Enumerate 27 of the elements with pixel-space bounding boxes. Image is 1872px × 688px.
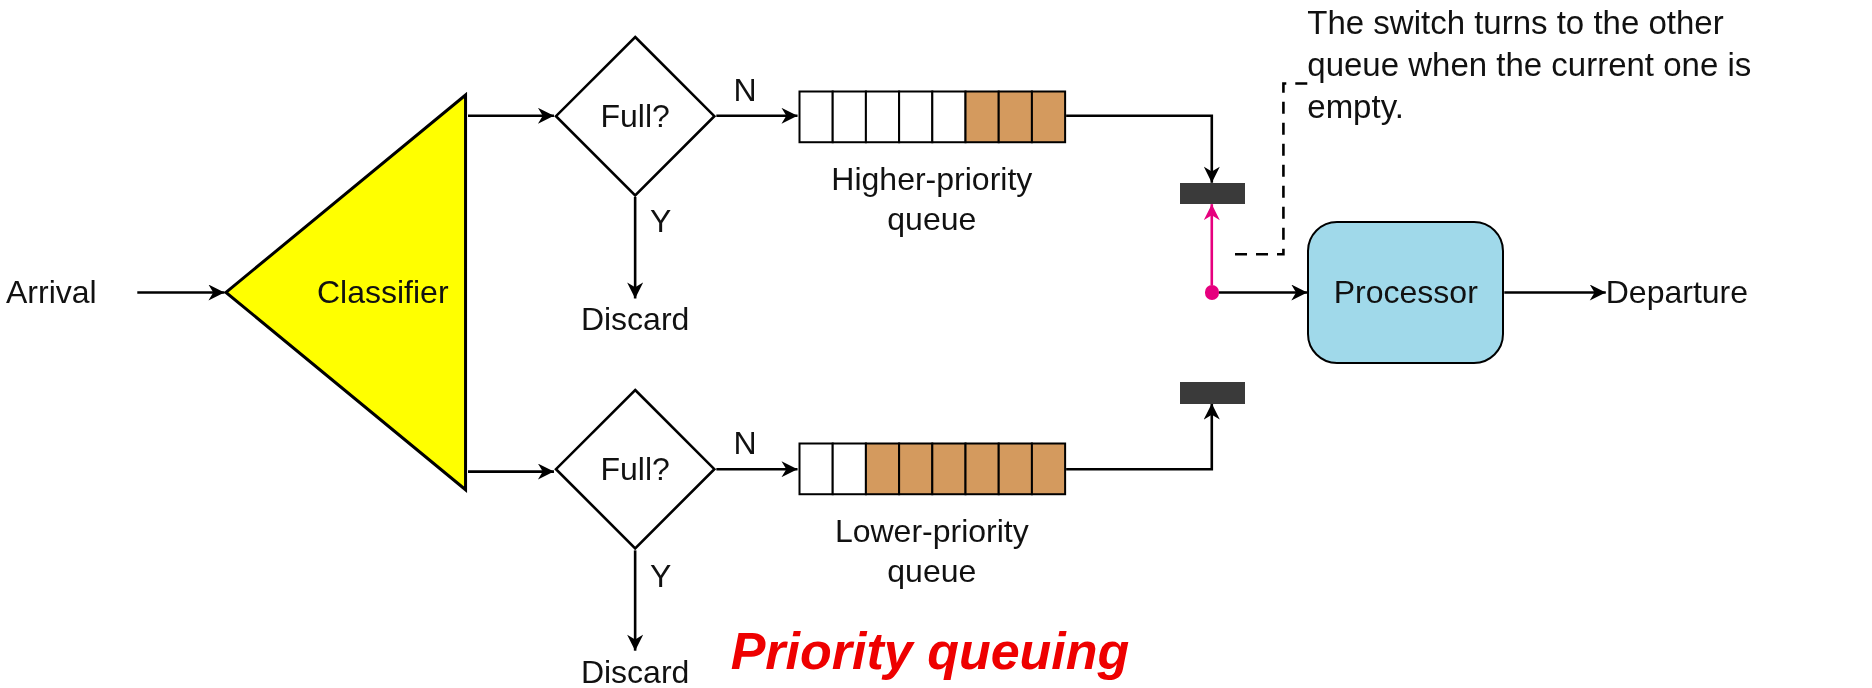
flow-label: Discard: [549, 298, 722, 342]
processor-box: Processor: [1307, 220, 1505, 365]
arrow: [1218, 284, 1308, 301]
arrow: [716, 461, 798, 478]
flow-label: Discard: [549, 650, 722, 688]
arrow: [627, 197, 644, 299]
switch-dot: [1204, 285, 1219, 300]
arrow: [1066, 403, 1220, 471]
flow-label: Departure: [1605, 271, 1809, 314]
arrow: [1203, 204, 1220, 286]
arrow: [627, 550, 644, 651]
diagram-title: Priority queuing: [730, 620, 1130, 681]
decision-label: Full?: [599, 450, 671, 490]
arrow: [1066, 114, 1220, 183]
switch-bar: [1179, 182, 1246, 205]
switch-bar: [1179, 382, 1246, 404]
arrow: [1504, 284, 1606, 301]
note-text: The switch turns to the other queue when the current one is empty.: [1307, 2, 1797, 128]
arrow: [468, 463, 554, 480]
queue-label: Higher-priority queue: [830, 160, 1034, 240]
arrow: [468, 107, 554, 124]
flow-label: Arrival: [5, 271, 138, 314]
arrow: [716, 107, 798, 124]
decision-label: Full?: [599, 96, 671, 136]
arrow: [137, 284, 225, 301]
classifier-label: Classifier: [317, 273, 449, 313]
queue-label: Lower-priority queue: [833, 512, 1030, 592]
